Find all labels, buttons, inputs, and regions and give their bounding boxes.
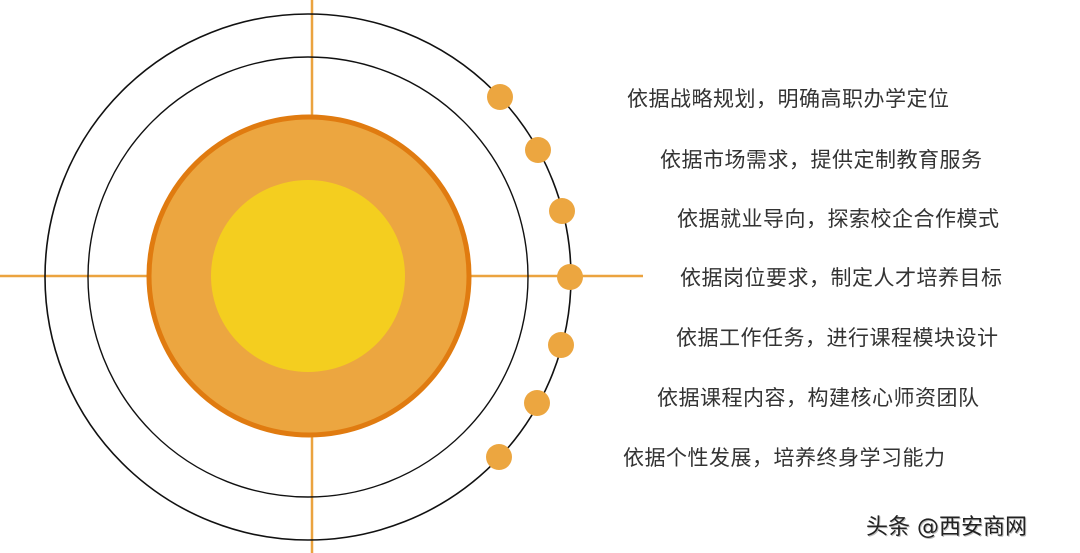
item-label-2: 依据市场需求，提供定制教育服务	[660, 148, 983, 172]
watermark: 头条 @西安商网	[866, 515, 1027, 540]
item-dot-4	[557, 264, 583, 290]
item-label-1: 依据战略规划，明确高职办学定位	[627, 87, 950, 111]
item-dot-5	[548, 332, 574, 358]
item-label-6: 依据课程内容，构建核心师资团队	[657, 386, 980, 410]
item-label-5: 依据工作任务，进行课程模块设计	[676, 326, 999, 350]
item-dot-1	[487, 84, 513, 110]
item-dot-7	[486, 444, 512, 470]
item-label-7: 依据个性发展，培养终身学习能力	[623, 446, 946, 470]
item-label-3: 依据就业导向，探索校企合作模式	[677, 207, 1000, 231]
item-dot-3	[549, 198, 575, 224]
item-label-4: 依据岗位要求，制定人才培养目标	[680, 266, 1003, 290]
inner-ring	[87, 56, 529, 498]
item-dot-2	[525, 137, 551, 163]
item-dot-6	[524, 390, 550, 416]
core-inner-circle	[211, 180, 405, 372]
